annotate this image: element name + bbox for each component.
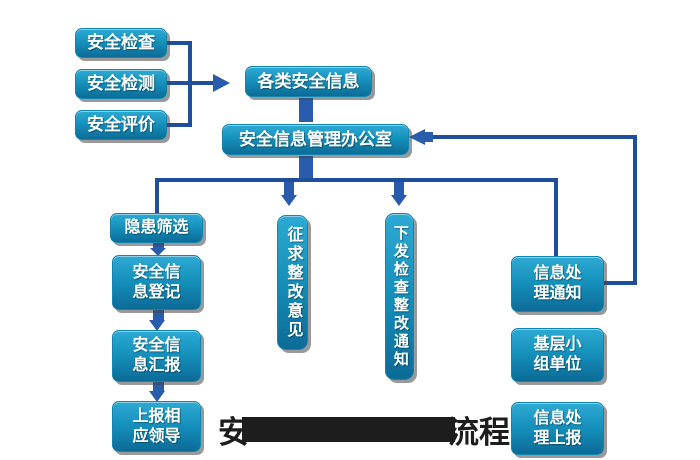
- arrowhead-into-office: [409, 129, 425, 145]
- node-safety-info-report: 安全信 息汇报: [112, 330, 201, 382]
- connector-sources-vertical: [188, 41, 192, 127]
- arrow-to-issue-notice-stem: [394, 182, 404, 196]
- feedback-top-segment: [424, 135, 635, 139]
- node-report-to-leaders: 上报相 应领导: [112, 401, 201, 452]
- arrow-registration-to-report-head: [149, 320, 165, 331]
- node-safety-evaluation: 安全评价: [75, 110, 167, 140]
- feedback-arrow-stub: [423, 132, 433, 142]
- arrow-screening-to-registration-stem: [153, 243, 164, 249]
- arrow-to-seek-opinions-head: [281, 195, 297, 206]
- redaction-bar: [242, 416, 455, 442]
- arrow-registration-to-report-stem: [153, 310, 164, 321]
- connector-evaluation-stub: [167, 123, 191, 127]
- arrow-report-to-leaders-head: [149, 391, 165, 402]
- arrowhead-into-various-info: [213, 74, 230, 92]
- process-title-suffix: 流程: [448, 414, 510, 450]
- arrow-to-seek-opinions-stem: [284, 182, 294, 196]
- connector-various-to-office: [299, 98, 313, 122]
- arrow-report-to-leaders-stem: [153, 382, 164, 392]
- node-safety-inspection: 安全检查: [75, 28, 167, 58]
- connector-office-to-distribution: [299, 156, 313, 179]
- node-safety-info-registration: 安全信 息登记: [112, 255, 201, 310]
- process-title: 安 流程: [218, 406, 510, 452]
- node-info-processing-report: 信息处 理上报: [511, 402, 604, 455]
- node-safety-info-office: 安全信息管理办公室: [222, 124, 409, 155]
- distribution-line: [155, 178, 558, 182]
- feedback-right-segment: [633, 135, 637, 285]
- distribution-drop-left: [155, 182, 159, 213]
- arrow-to-issue-notice-head: [391, 195, 407, 206]
- node-seek-rectification-opinions: 征求整改意见: [277, 215, 308, 350]
- arrow-screening-to-registration-head: [150, 248, 166, 256]
- node-issue-inspection-rectification-notice: 下发检查整改通知: [385, 213, 414, 380]
- distribution-drop-right: [554, 182, 558, 256]
- feedback-bottom-segment: [604, 281, 637, 285]
- connector-inspection-stub: [167, 41, 191, 45]
- node-grassroots-group-unit: 基层小 组单位: [511, 328, 604, 382]
- node-various-safety-info: 各类安全信息: [245, 66, 372, 97]
- node-info-processing-notice: 信息处 理通知: [511, 256, 604, 312]
- node-hazard-screening: 隐患筛选: [110, 213, 203, 243]
- node-safety-testing: 安全检测: [75, 69, 167, 99]
